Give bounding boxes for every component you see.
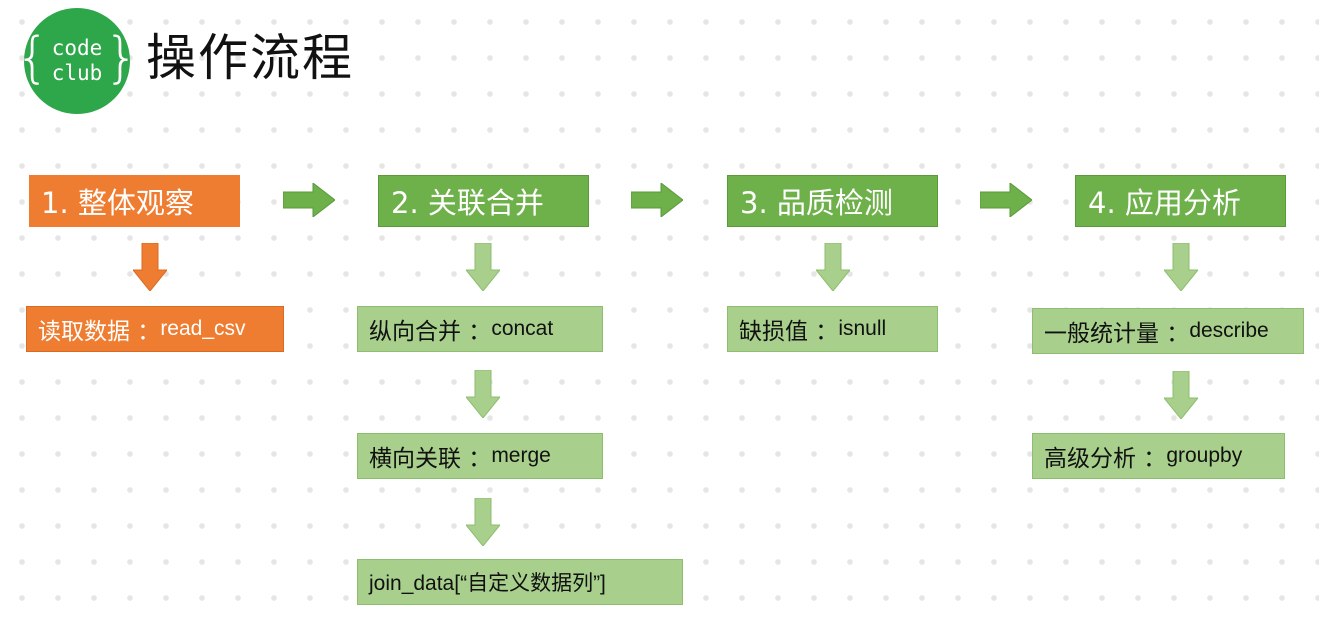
- right-arrow-icon-2: [631, 183, 683, 217]
- right-arrow-icon-1: [283, 183, 335, 217]
- logo-right-brace: }: [104, 26, 139, 89]
- step-label: 缺损值 ：: [739, 319, 839, 345]
- stage-1-down-arrow-icon: [133, 243, 167, 291]
- right-arrow-icon-3: [980, 183, 1032, 217]
- stage-4-box: 4. 应用分析: [1075, 175, 1286, 227]
- stage-3-step-1: 缺损值 ： isnull: [727, 306, 938, 352]
- step-label: 一般统计量 ：: [1044, 321, 1190, 347]
- stage-4-down-arrow-icon-2: [1164, 371, 1198, 419]
- step-function: read_csv: [160, 317, 246, 340]
- stage-2-step-1: 纵向合并 ： concat: [357, 306, 603, 352]
- page-title: 操作流程: [146, 29, 354, 87]
- code-club-logo: { code club }: [15, 8, 139, 114]
- stage-4-down-arrow-icon: [1164, 243, 1198, 291]
- stage-4-step-1: 一般统计量 ： describe: [1032, 308, 1304, 354]
- step-label: 高级分析 ：: [1044, 446, 1167, 472]
- logo-words: code club: [52, 36, 103, 86]
- stage-2-step-2: 横向关联 ： merge: [357, 433, 603, 479]
- stage-1-step-1: 读取数据 ： read_csv: [26, 306, 284, 352]
- stage-2-down-arrow-icon-3: [466, 498, 500, 546]
- step-function: groupby: [1166, 444, 1243, 467]
- step-label: 纵向合并 ：: [369, 319, 492, 345]
- logo-left-brace: {: [15, 26, 50, 89]
- step-label: 读取数据 ：: [38, 319, 161, 345]
- stage-3-box: 3. 品质检测: [727, 175, 938, 227]
- stage-2-box: 2. 关联合并: [378, 175, 589, 227]
- step-function: concat: [491, 317, 554, 340]
- step-function: describe: [1189, 319, 1269, 342]
- step-label: 横向关联 ：: [369, 446, 492, 472]
- stage-4-step-2: 高级分析 ： groupby: [1032, 433, 1285, 479]
- stage-3-label: 3. 品质检测: [740, 186, 893, 220]
- step-function: merge: [491, 444, 551, 467]
- stage-1-label: 1. 整体观察: [41, 186, 194, 220]
- stage-2-step-3: join_data[“自定义数据列”]: [357, 559, 683, 605]
- stage-3-down-arrow-icon: [816, 243, 850, 291]
- stage-2-label: 2. 关联合并: [391, 186, 544, 220]
- stage-1-box: 1. 整体观察: [29, 175, 240, 227]
- stage-2-down-arrow-icon: [466, 243, 500, 291]
- stage-2-down-arrow-icon-2: [466, 370, 500, 418]
- logo-line-club: club: [51, 61, 103, 85]
- step-function: isnull: [838, 317, 887, 340]
- stage-4-label: 4. 应用分析: [1088, 186, 1241, 220]
- step-function: join_data[“自定义数据列”]: [369, 572, 606, 595]
- logo-line-code: code: [51, 36, 103, 60]
